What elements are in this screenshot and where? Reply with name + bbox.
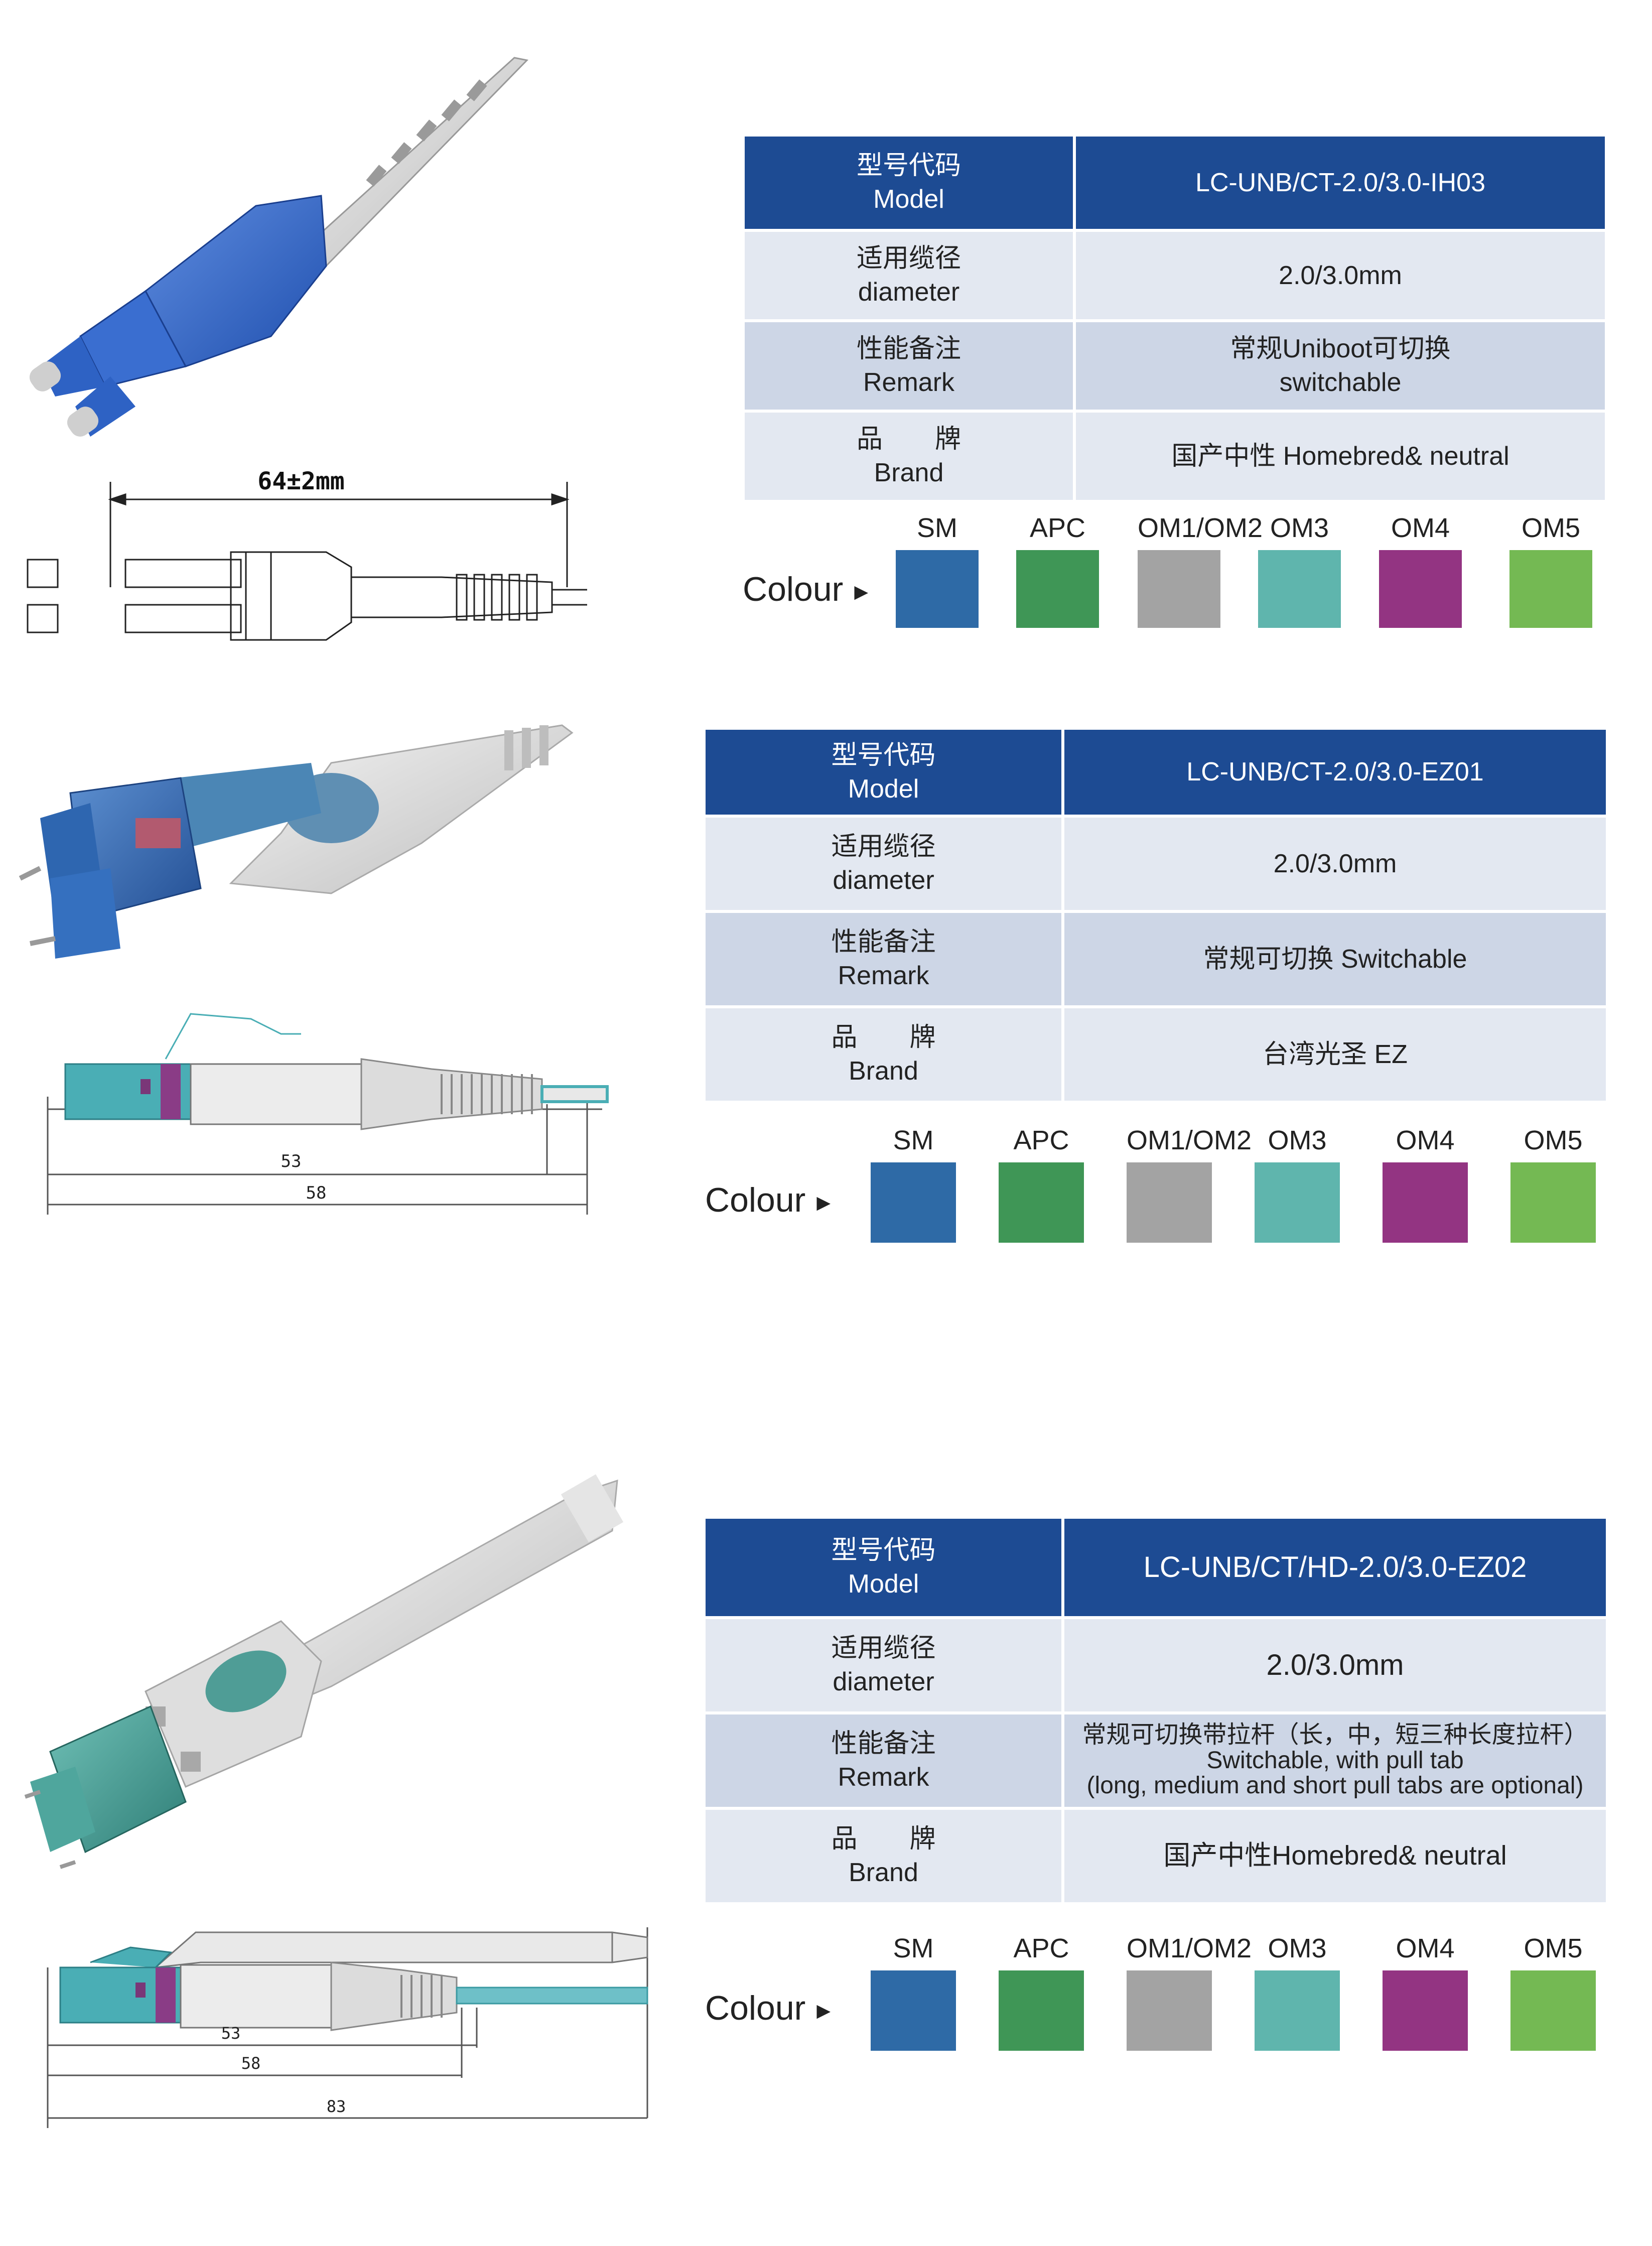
swatch-om5: OM5 — [1509, 512, 1592, 628]
dimension-83: 83 — [327, 2097, 346, 2116]
swatch-om1-om2: OM1/OM2 — [1127, 1124, 1252, 1243]
product-2-colour-row: Colour▶ SM APC OM1/OM2 OM3 OM4 OM5 — [705, 1124, 1608, 1245]
brand-value: 国产中性Homebred& neutral — [1061, 1807, 1609, 1905]
dimension-58: 58 — [306, 1183, 327, 1203]
product-3-photo — [20, 1471, 637, 1887]
swatch-apc: APC — [999, 1124, 1084, 1243]
brand-value: 国产中性 Homebred& neutral — [1073, 410, 1608, 503]
swatch-sm: SM — [896, 512, 979, 628]
diameter-value: 2.0/3.0mm — [1061, 815, 1609, 913]
dimension-53: 53 — [221, 2024, 241, 2043]
swatch-om5: OM5 — [1510, 1124, 1596, 1243]
dimension-53: 53 — [281, 1151, 302, 1171]
triangle-icon: ▶ — [816, 2000, 831, 2021]
dimension-58: 58 — [241, 2054, 261, 2073]
product-2-drawing: 53 58 — [40, 1004, 612, 1215]
product-3-drawing: 53 58 83 — [40, 1907, 652, 2128]
product-1-photo — [20, 55, 537, 447]
swatch-om4: OM4 — [1379, 512, 1462, 628]
model-value: LC-UNB/CT/HD-2.0/3.0-EZ02 — [1061, 1516, 1609, 1619]
triangle-icon: ▶ — [816, 1192, 831, 1213]
swatch-om4: OM4 — [1383, 1124, 1468, 1243]
diameter-value: 2.0/3.0mm — [1061, 1616, 1609, 1714]
model-value: LC-UNB/CT-2.0/3.0-IH03 — [1073, 134, 1608, 232]
colour-label: Colour▶ — [743, 570, 869, 608]
colour-label: Colour▶ — [705, 1181, 831, 1219]
dimension-label: 64±2mm — [257, 467, 344, 495]
product-1-drawing: 64±2mm — [20, 462, 592, 652]
diameter-value: 2.0/3.0mm — [1073, 229, 1608, 322]
colour-label: Colour▶ — [705, 1989, 831, 2027]
swatch-om1-om2: OM1/OM2 — [1127, 1932, 1252, 2051]
model-value: LC-UNB/CT-2.0/3.0-EZ01 — [1061, 727, 1609, 818]
remark-value: 常规可切换带拉杆（长，中，短三种长度拉杆）Switchable, with pu… — [1061, 1711, 1609, 1810]
product-2-photo — [10, 718, 592, 979]
brand-value: 台湾光圣 EZ — [1061, 1005, 1609, 1104]
swatch-om3: OM3 — [1255, 1932, 1340, 2051]
swatch-sm: SM — [871, 1124, 956, 1243]
triangle-icon: ▶ — [854, 581, 869, 602]
swatch-om1-om2: OM1/OM2 — [1138, 512, 1263, 628]
swatch-om3: OM3 — [1258, 512, 1341, 628]
swatch-apc: APC — [999, 1932, 1084, 2051]
swatch-apc: APC — [1016, 512, 1099, 628]
swatch-om3: OM3 — [1255, 1124, 1340, 1243]
swatch-om4: OM4 — [1383, 1932, 1468, 2051]
product-1-colour-row: Colour▶ SM APC OM1/OM2 OM3 OM4 OM5 — [743, 512, 1606, 632]
swatch-om5: OM5 — [1510, 1932, 1596, 2051]
swatch-sm: SM — [871, 1932, 956, 2051]
product-3-colour-row: Colour▶ SM APC OM1/OM2 OM3 OM4 OM5 — [705, 1932, 1608, 2053]
remark-value: 常规可切换 Switchable — [1061, 910, 1609, 1008]
